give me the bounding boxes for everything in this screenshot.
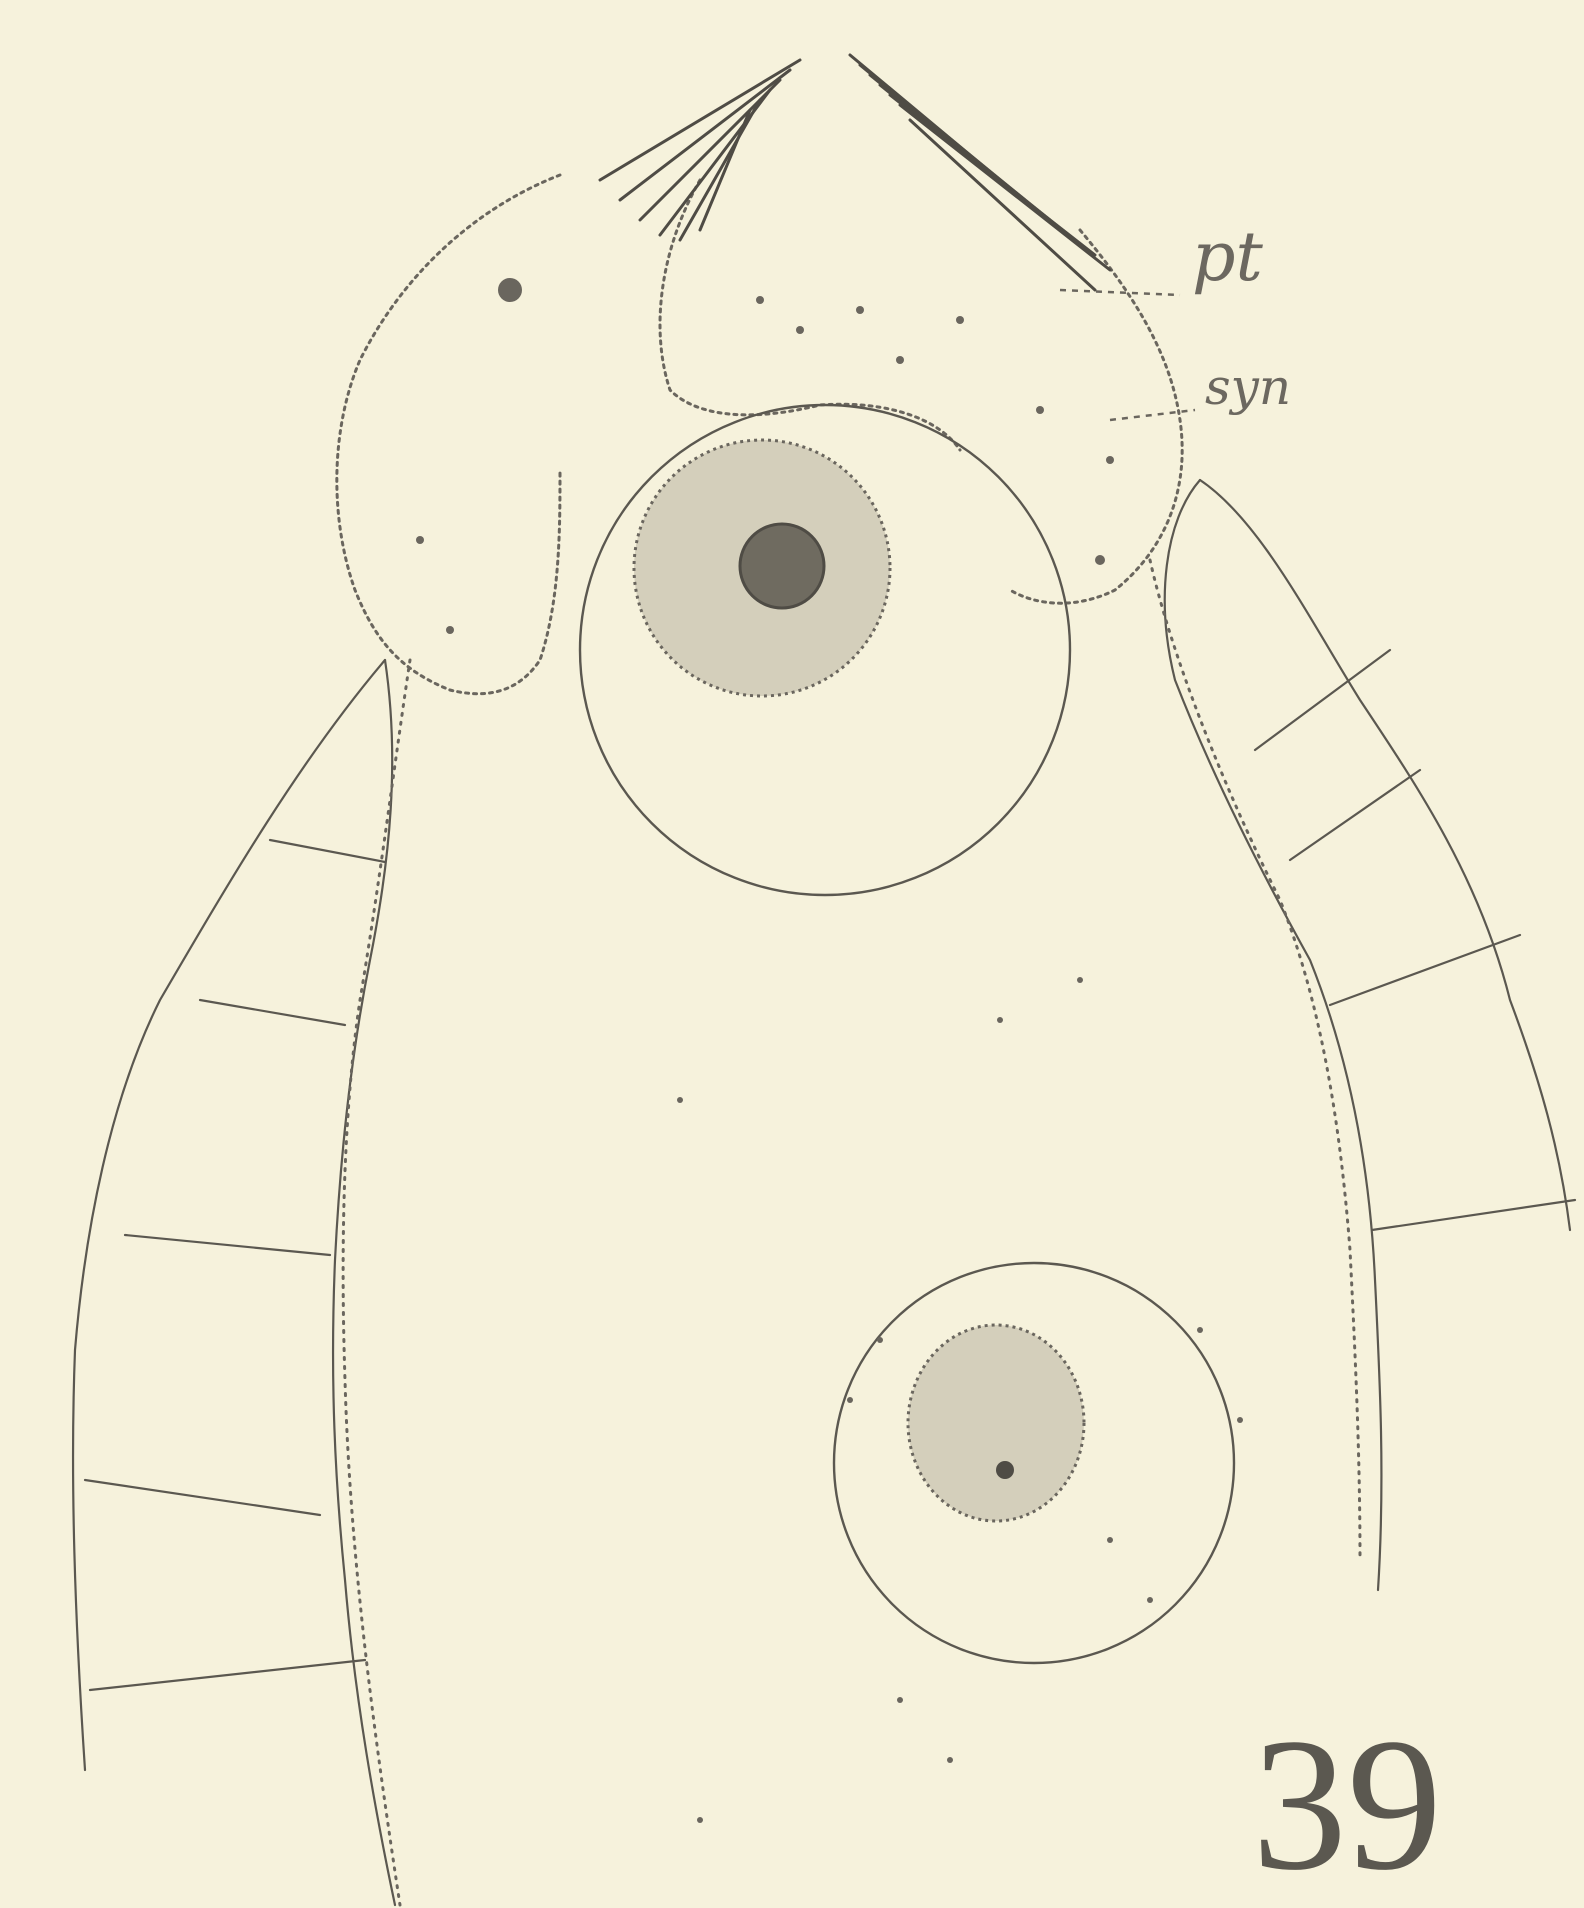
label-syn: syn <box>1205 358 1291 416</box>
nucellus-left-cell-wall <box>125 1235 330 1255</box>
synergid-right <box>1010 230 1182 603</box>
cytoplasm-stipple <box>697 1817 703 1823</box>
nucellus-right-cell-wall <box>1330 935 1520 1005</box>
syn-leader-line <box>1110 410 1195 420</box>
cytoplasm-stipple <box>877 1337 883 1343</box>
nucellus-right-inner-wall <box>1165 480 1382 1590</box>
nucellus-left-cell-wall <box>270 840 385 862</box>
nucellus-right-cell-wall <box>1372 1200 1575 1230</box>
filiform-apparatus-right <box>900 105 1110 270</box>
cytoplasm-stipple <box>947 1757 953 1763</box>
cytoplasm-stipple <box>677 1097 683 1103</box>
filiform-apparatus-right <box>890 95 1095 255</box>
synergid-nucleus-dot <box>498 278 522 302</box>
synergid-stipple <box>756 296 764 304</box>
filiform-apparatus-left <box>620 70 790 200</box>
cytoplasm-stipple <box>1237 1417 1243 1423</box>
embryo-sac-outline <box>1150 560 1360 1560</box>
cytoplasm-stipple <box>1107 1537 1113 1543</box>
cytoplasm-stipple <box>1197 1327 1203 1333</box>
synergid-stipple <box>446 626 454 634</box>
cytoplasm-stipple <box>1147 1597 1153 1603</box>
synergid-stipple <box>796 326 804 334</box>
nucellus-right-outer-wall <box>1200 480 1570 1230</box>
cytoplasm-stipple <box>897 1697 903 1703</box>
cytoplasm-stipple <box>997 1017 1003 1023</box>
synergid-stipple <box>1106 456 1114 464</box>
synergid-stipple <box>896 356 904 364</box>
nucellus-left-cell-wall <box>200 1000 345 1025</box>
nucellus-left-cell-wall <box>85 1480 320 1515</box>
synergid-stipple <box>416 536 424 544</box>
synergid-stipple <box>1095 555 1105 565</box>
synergid-left <box>337 175 560 694</box>
nucellus-right-cell-wall <box>1290 770 1420 860</box>
egg-nucleolus <box>740 524 824 608</box>
synergid-stipple <box>856 306 864 314</box>
nucellus-right-cell-wall <box>1255 650 1390 750</box>
synergid-stipple <box>956 316 964 324</box>
polar-nucleus <box>908 1325 1084 1521</box>
cytoplasm-stipple <box>847 1397 853 1403</box>
filiform-apparatus-right <box>910 120 1095 290</box>
cytoplasm-stipple <box>1077 977 1083 983</box>
embryo-sac-outline <box>343 660 410 1905</box>
nucellus-left-inner-wall <box>333 660 395 1905</box>
figure-number: 39 <box>1252 1710 1442 1900</box>
label-pt: pt <box>1192 218 1263 297</box>
polar-nucleolus <box>996 1461 1014 1479</box>
synergid-stipple <box>1036 406 1044 414</box>
nucellus-left-cell-wall <box>90 1660 365 1690</box>
pt-leader-line <box>1060 290 1180 295</box>
